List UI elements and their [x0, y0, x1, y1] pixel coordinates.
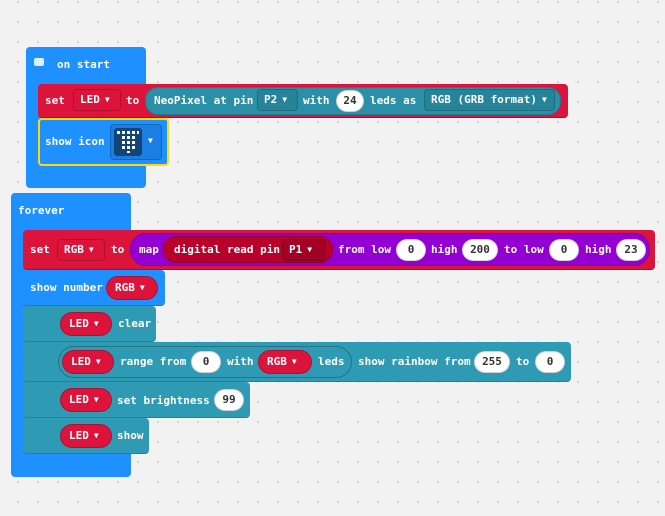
led-variable-reporter[interactable]: LED ▼	[60, 312, 112, 336]
variable-name: RGB	[267, 355, 287, 368]
chevron-down-icon: ▼	[282, 95, 288, 104]
comment-icon[interactable]	[34, 58, 44, 66]
chevron-down-icon: ▼	[139, 283, 145, 292]
chevron-down-icon: ▼	[93, 431, 99, 440]
high-label-2: high	[585, 243, 612, 256]
variable-name: LED	[69, 317, 89, 330]
variable-name: RGB	[64, 243, 84, 256]
to-low-input[interactable]: 0	[549, 239, 579, 261]
rgb-variable-reporter[interactable]: RGB ▼	[258, 350, 312, 374]
to-high-input[interactable]: 23	[616, 239, 646, 261]
pin-value: P1	[289, 243, 303, 256]
from-low-input[interactable]: 0	[396, 239, 426, 261]
variable-dropdown-rgb[interactable]: RGB ▼	[57, 239, 105, 261]
pin-dropdown-p2[interactable]: P2 ▼	[257, 89, 298, 111]
map-label: map	[139, 243, 159, 256]
chevron-down-icon: ▼	[541, 95, 547, 104]
led-variable-reporter[interactable]: LED ▼	[62, 350, 114, 374]
hue-to-input[interactable]: 0	[535, 351, 565, 373]
chevron-down-icon: ▼	[93, 319, 99, 328]
led-variable-reporter[interactable]: LED ▼	[60, 388, 112, 412]
show-rainbow-label: show rainbow from	[358, 355, 471, 368]
set-brightness-label: set brightness	[117, 394, 210, 407]
leds-label: leds	[318, 355, 345, 368]
forever-label: forever	[18, 204, 65, 217]
led-count-input[interactable]: 24	[336, 90, 364, 112]
chevron-down-icon: ▼	[95, 357, 101, 366]
chevron-down-icon: ▼	[307, 245, 313, 254]
rgb-variable-reporter[interactable]: RGB ▼	[106, 276, 158, 300]
variable-name: LED	[71, 355, 91, 368]
variable-name: RGB	[115, 281, 135, 294]
chevron-down-icon: ▼	[93, 395, 99, 404]
chevron-down-icon[interactable]: ▼	[148, 136, 153, 145]
range-from-label: range from	[120, 355, 187, 368]
hue-from-input[interactable]: 255	[474, 351, 510, 373]
variable-dropdown-led[interactable]: LED ▼	[73, 89, 121, 111]
pin-value: P2	[264, 93, 278, 106]
show-icon-label: show icon	[45, 135, 105, 148]
on-start-label: on start	[57, 58, 110, 71]
high-label: high	[431, 243, 458, 256]
with-label: with	[227, 355, 254, 368]
to-label: to	[516, 355, 530, 368]
pin-dropdown-p1[interactable]: P1 ▼	[282, 239, 326, 261]
chevron-down-icon: ▼	[88, 245, 94, 254]
variable-name: LED	[80, 93, 100, 106]
led-variable-reporter[interactable]: LED ▼	[60, 424, 112, 448]
clear-label: clear	[118, 317, 152, 330]
chevron-down-icon: ▼	[104, 95, 110, 104]
set-label: set	[30, 243, 50, 256]
range-from-input[interactable]: 0	[191, 351, 221, 373]
from-low-label: from low	[338, 243, 391, 256]
led-grid-icon[interactable]	[114, 128, 142, 156]
digital-read-label: digital read pin	[174, 243, 280, 256]
leds-as-label: leds as	[370, 94, 417, 107]
variable-name: LED	[69, 429, 89, 442]
show-number-label: show number	[30, 281, 103, 294]
brightness-input[interactable]: 99	[214, 389, 244, 411]
chevron-down-icon: ▼	[291, 357, 297, 366]
to-low-label: to low	[504, 243, 544, 256]
from-high-input[interactable]: 200	[462, 239, 498, 261]
mode-dropdown[interactable]: RGB (GRB format) ▼	[424, 89, 555, 111]
mode-value: RGB (GRB format)	[431, 93, 537, 106]
to-label: to	[126, 94, 140, 107]
neopixel-label: NeoPixel at pin	[154, 94, 254, 107]
to-label: to	[111, 243, 125, 256]
show-label: show	[117, 429, 144, 442]
set-label: set	[45, 94, 65, 107]
variable-name: LED	[69, 393, 89, 406]
with-label: with	[303, 94, 330, 107]
